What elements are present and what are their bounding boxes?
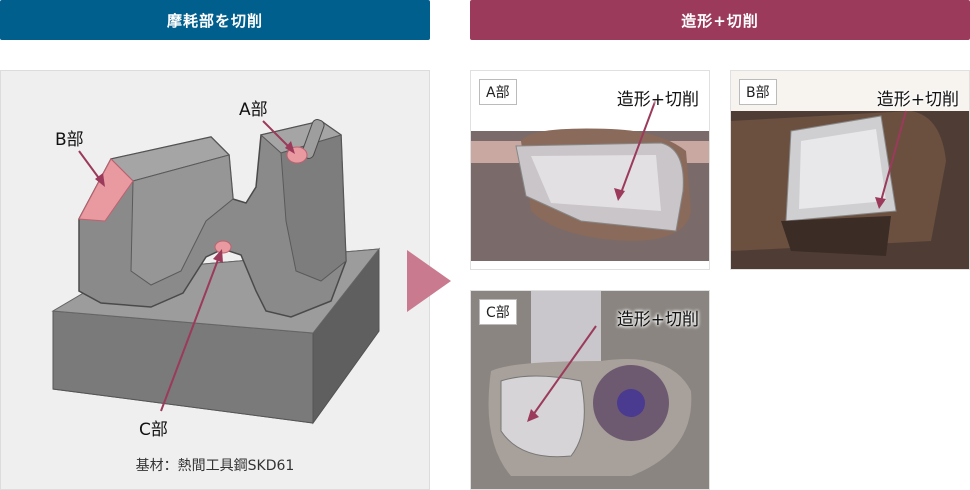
photo-a: A部 造形+切削 xyxy=(470,70,710,270)
process-arrow-icon xyxy=(407,250,451,312)
photo-c: C部 造形+切削 xyxy=(470,290,710,490)
photo-a-text: 造形+切削 xyxy=(616,90,699,110)
model-illustration xyxy=(51,119,381,425)
photo-c-text: 造形+切削 xyxy=(616,310,699,330)
label-a: A部 xyxy=(239,100,268,120)
photo-c-tag: C部 xyxy=(479,299,517,325)
photo-b-tag: B部 xyxy=(739,79,777,105)
label-b: B部 xyxy=(55,130,84,150)
base-material-caption: 基材：熱間工具鋼SKD61 xyxy=(135,458,295,474)
header-right: 造形+切削 xyxy=(470,0,970,40)
photo-a-image xyxy=(471,71,709,269)
photo-b: B部 造形+切削 xyxy=(730,70,970,270)
highlight-c xyxy=(214,240,232,254)
photo-b-text: 造形+切削 xyxy=(876,90,959,110)
photo-c-image xyxy=(471,291,709,489)
label-c: C部 xyxy=(139,420,168,440)
photo-a-tag: A部 xyxy=(479,79,517,105)
header-left: 摩耗部を切削 xyxy=(0,0,430,40)
model-illustration-panel: B部 A部 C部 基材：熱間工具鋼SKD61 xyxy=(0,70,430,490)
